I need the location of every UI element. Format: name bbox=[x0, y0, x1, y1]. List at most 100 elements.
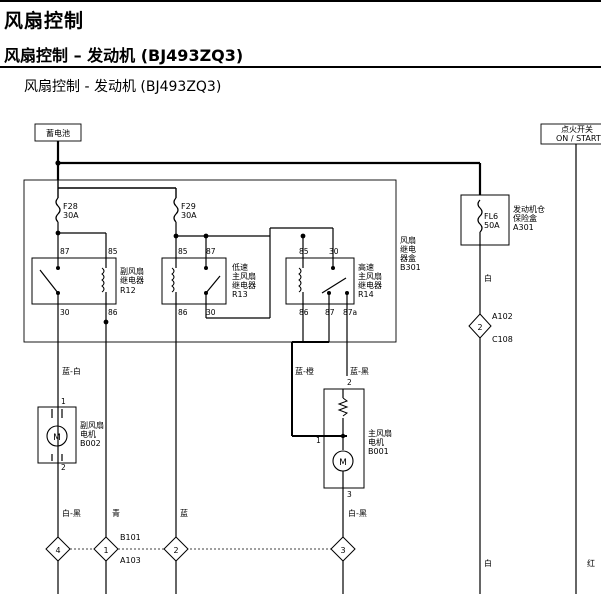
svg-text:副风扇: 副风扇 bbox=[80, 420, 104, 430]
relay-r12: 87 85 30 86 副风扇 继电器 R12 bbox=[31, 247, 144, 317]
fuse-f28: F28 30A bbox=[55, 197, 79, 223]
svg-text:M: M bbox=[53, 433, 61, 443]
svg-text:2: 2 bbox=[477, 323, 482, 332]
motor-b001: M 2 1 3 主风扇 电机 B001 bbox=[316, 378, 392, 594]
relay-r13: 85 87 86 30 低速 主风扇 继电器 R13 bbox=[161, 247, 256, 317]
svg-text:30: 30 bbox=[206, 308, 216, 317]
svg-text:3: 3 bbox=[340, 546, 345, 555]
relay-r14: 85 30 86 87 87a 高速 主风扇 继电器 R14 bbox=[285, 247, 382, 317]
svg-text:青: 青 bbox=[112, 508, 120, 518]
bus-junction bbox=[55, 160, 61, 166]
svg-text:白: 白 bbox=[484, 273, 492, 283]
svg-text:R13: R13 bbox=[232, 290, 248, 299]
svg-text:发动机仓: 发动机仓 bbox=[513, 204, 545, 214]
svg-text:电机: 电机 bbox=[368, 437, 384, 447]
svg-text:蓝-橙: 蓝-橙 bbox=[295, 366, 314, 376]
svg-text:R12: R12 bbox=[120, 286, 136, 295]
svg-text:2: 2 bbox=[61, 463, 66, 472]
svg-text:保险盒: 保险盒 bbox=[513, 213, 537, 223]
svg-text:副风扇: 副风扇 bbox=[120, 266, 144, 276]
ignition-label-2: ON / START bbox=[556, 134, 601, 143]
svg-text:B101: B101 bbox=[120, 533, 141, 542]
svg-text:1: 1 bbox=[316, 436, 321, 445]
diagram-title: 风扇控制 - 发动机 (BJ493ZQ3) bbox=[24, 79, 222, 95]
svg-text:87: 87 bbox=[325, 308, 335, 317]
svg-text:主风扇: 主风扇 bbox=[368, 428, 392, 438]
svg-text:蓝-黑: 蓝-黑 bbox=[350, 366, 369, 376]
svg-text:B002: B002 bbox=[80, 439, 101, 448]
relay-box-outline bbox=[23, 179, 397, 343]
svg-text:30A: 30A bbox=[63, 211, 79, 220]
svg-text:85: 85 bbox=[299, 247, 309, 256]
connector-3: 3 bbox=[330, 536, 356, 562]
svg-text:继电器: 继电器 bbox=[232, 280, 256, 290]
svg-text:30: 30 bbox=[329, 247, 339, 256]
svg-text:蓝: 蓝 bbox=[180, 508, 188, 518]
svg-text:87: 87 bbox=[206, 247, 216, 256]
svg-text:F28: F28 bbox=[63, 202, 78, 211]
svg-text:1: 1 bbox=[61, 397, 66, 406]
svg-text:白: 白 bbox=[484, 558, 492, 568]
relay-box-label: 风扇 继电 器盒 B301 bbox=[400, 235, 421, 272]
svg-text:85: 85 bbox=[108, 247, 118, 256]
svg-text:85: 85 bbox=[178, 247, 188, 256]
connector-2: 2 bbox=[163, 536, 189, 562]
svg-text:86: 86 bbox=[178, 308, 188, 317]
fuse-f29: F29 30A bbox=[173, 197, 197, 223]
svg-text:高速: 高速 bbox=[358, 262, 374, 272]
svg-text:86: 86 bbox=[299, 308, 309, 317]
svg-text:主风扇: 主风扇 bbox=[232, 271, 256, 281]
svg-text:电机: 电机 bbox=[80, 429, 96, 439]
svg-text:30: 30 bbox=[60, 308, 70, 317]
svg-text:A103: A103 bbox=[120, 556, 141, 565]
fuse-relay-links bbox=[57, 222, 334, 318]
svg-text:红: 红 bbox=[587, 558, 595, 568]
svg-text:白-黑: 白-黑 bbox=[348, 508, 367, 518]
svg-text:C108: C108 bbox=[492, 335, 513, 344]
svg-text:蓝-白: 蓝-白 bbox=[62, 366, 81, 376]
svg-text:A301: A301 bbox=[513, 223, 534, 232]
svg-text:1: 1 bbox=[103, 546, 108, 555]
ignition-switch-box: 点火开关 ON / START bbox=[540, 123, 601, 145]
svg-text:2: 2 bbox=[173, 546, 178, 555]
connector-a102: 2 A102 C108 bbox=[468, 312, 513, 344]
wire-labels: 蓝-白 蓝-橙 蓝-黑 白-黑 青 蓝 白-黑 白 白 红 bbox=[62, 273, 595, 568]
svg-text:R14: R14 bbox=[358, 290, 374, 299]
connector-4: 4 bbox=[45, 536, 71, 562]
connector-1: 1 B101 A103 bbox=[93, 533, 141, 565]
battery-label: 蓄电池 bbox=[46, 128, 70, 138]
svg-text:B001: B001 bbox=[368, 447, 389, 456]
svg-text:白-黑: 白-黑 bbox=[62, 508, 81, 518]
svg-text:F29: F29 bbox=[181, 202, 196, 211]
svg-text:继电器: 继电器 bbox=[358, 280, 382, 290]
svg-text:86: 86 bbox=[108, 308, 118, 317]
svg-text:器盒: 器盒 bbox=[400, 253, 416, 263]
ignition-label-1: 点火开关 bbox=[561, 124, 593, 134]
svg-text:B301: B301 bbox=[400, 263, 421, 272]
main-fan-feed bbox=[291, 341, 347, 437]
svg-text:87: 87 bbox=[60, 247, 70, 256]
svg-text:M: M bbox=[339, 458, 347, 468]
section-rule bbox=[0, 66, 601, 68]
svg-text:50A: 50A bbox=[484, 221, 500, 230]
battery-box: 蓄电池 bbox=[34, 123, 82, 142]
page-title: 风扇控制 bbox=[4, 10, 85, 32]
svg-text:风扇: 风扇 bbox=[400, 235, 416, 245]
top-rule bbox=[0, 0, 601, 2]
inner-bus bbox=[57, 180, 177, 198]
svg-text:继电: 继电 bbox=[400, 244, 416, 254]
svg-text:87a: 87a bbox=[343, 308, 357, 317]
svg-text:4: 4 bbox=[55, 546, 60, 555]
section-title: 风扇控制 – 发动机 (BJ493ZQ3) bbox=[4, 46, 244, 65]
main-bus bbox=[56, 141, 482, 195]
svg-text:A102: A102 bbox=[492, 312, 513, 321]
svg-text:30A: 30A bbox=[181, 211, 197, 220]
svg-text:3: 3 bbox=[347, 490, 352, 499]
fuse-box-a301: FL6 50A 发动机仓 保险盒 A301 bbox=[460, 194, 545, 246]
svg-text:FL6: FL6 bbox=[484, 212, 498, 221]
svg-text:低速: 低速 bbox=[232, 262, 248, 272]
svg-text:继电器: 继电器 bbox=[120, 275, 144, 285]
motor-b002: M 1 2 副风扇 电机 B002 bbox=[37, 397, 104, 472]
svg-text:主风扇: 主风扇 bbox=[358, 271, 382, 281]
